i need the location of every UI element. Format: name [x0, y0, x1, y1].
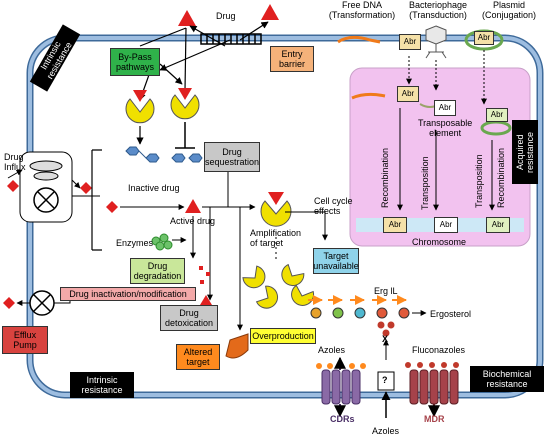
drug-triangle [185, 199, 201, 213]
ab-resistance-gene: Abr [474, 31, 494, 45]
chromosome-label: Chromosome [412, 237, 467, 247]
drug-detoxication-box: Drug detoxication [160, 305, 218, 331]
plasmid-label: Plasmid (Conjugation) [481, 0, 537, 20]
ergosterol-label: Ergosterol [430, 309, 472, 319]
target-enzyme-pacman [125, 98, 155, 124]
ergosterol-pathway [308, 295, 427, 360]
intrinsic-resistance-tag-bottom: Intrinsic resistance [70, 372, 134, 398]
drug-influx-label: Drug Influx [4, 152, 26, 172]
altered-target-box: Altered target [176, 344, 220, 370]
free-dna-strand-inside [351, 92, 386, 100]
product-hexagons [125, 146, 203, 163]
altered-target-shape [225, 333, 249, 359]
target-enzyme-pacman [170, 94, 200, 120]
enzyme-cluster [151, 233, 173, 251]
ab-resistance-gene: Abr [397, 86, 419, 102]
ab-resistance-gene: Abr [434, 217, 458, 233]
acquired-resistance-tag: Acquired resistance [512, 120, 538, 184]
erg11-label: Erg lL [374, 286, 398, 296]
drug-triangle [178, 88, 192, 100]
degraded-fragments [199, 266, 210, 284]
drug-label: Drug [216, 11, 236, 21]
fluconazoles-label: Fluconazoles [412, 345, 466, 355]
free-dna-label: Free DNA (Transformation) [328, 0, 396, 20]
ab-resistance-gene: Abr [486, 217, 510, 233]
influx-pump [19, 151, 73, 223]
ab-resistance-gene: Abr [383, 217, 407, 233]
entry-barrier-box: Entry barrier [270, 46, 314, 72]
transposition-label-2: Transposition [474, 154, 484, 208]
drug-diamond [3, 297, 15, 309]
transposition-label: Transposition [420, 156, 430, 210]
efflux-pump-symbol [29, 290, 55, 316]
drug-sequestration-box: Drug sequestration [204, 142, 260, 172]
bacteriophage-icon [425, 25, 447, 59]
amplified-target [255, 285, 279, 309]
inhibition-x-mark: X [382, 334, 389, 344]
unknown-transporter-label: ? [382, 375, 388, 385]
enzymes-label: Enzymes [116, 238, 154, 248]
drug-triangle [261, 4, 279, 20]
free-dna-strand [337, 35, 381, 44]
drug-triangle [133, 90, 147, 102]
bypass-pathways-box: By-Pass pathways [110, 48, 160, 76]
recombination-label: Recombination [380, 147, 390, 208]
drug-diamond [80, 182, 92, 194]
active-drug-label: Active drug [170, 216, 216, 226]
overproduction-box: Overproduction [250, 328, 316, 344]
mdr-transporters [409, 369, 459, 405]
mdr-beads [405, 362, 459, 368]
unknown-transporter [377, 371, 395, 391]
azoles-label-bottom: Azoles [372, 426, 400, 436]
inactive-drug-label: Inactive drug [128, 183, 180, 193]
recombination-label-2: Recombination [496, 147, 506, 208]
amplified-target [242, 265, 266, 289]
target-unavailable-box: Target unavailable [313, 248, 359, 274]
azoles-label-top: Azoles [318, 345, 346, 355]
drug-diamond [106, 201, 118, 213]
drug-triangle [178, 10, 196, 26]
drug-inactivation-box: Drug inactivation/modification [60, 287, 196, 301]
efflux-pump-box: Efflux Pump [2, 326, 48, 354]
ab-resistance-gene: Abr [486, 108, 508, 122]
drug-triangle [268, 192, 284, 205]
cell-cycle-label: Cell cycle effects [314, 196, 353, 216]
cdr-transporters [321, 369, 361, 405]
ab-resistance-gene: Abr [399, 34, 421, 50]
transposable-element-label: Transposable element [418, 118, 473, 138]
target-pacman [260, 200, 292, 227]
cdrs-label: CDRs [330, 414, 355, 424]
ab-resistance-gene: Abr [434, 100, 456, 116]
drug-degradation-box: Drug degradation [130, 258, 185, 284]
biochemical-resistance-tag: Biochemical resistance [470, 366, 544, 392]
mdr-label: MDR [424, 414, 445, 424]
bacteriophage-label: Bacteriophage (Transduction) [408, 0, 468, 20]
drug-diamond [7, 180, 19, 192]
drug-triangle-modified [200, 295, 212, 305]
amplified-target [281, 263, 305, 287]
entry-barrier-channel [200, 33, 262, 45]
plasmid-ring-inside [480, 120, 512, 136]
amplified-target [291, 284, 315, 306]
amplification-label: Amplification of target [250, 228, 302, 248]
